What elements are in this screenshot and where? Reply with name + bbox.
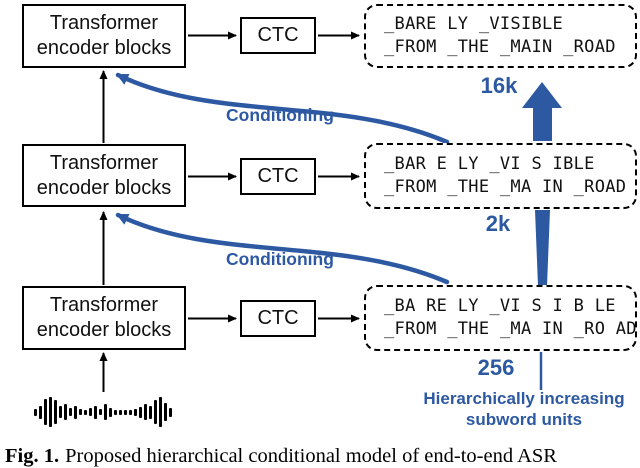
waveform-bar <box>134 408 137 416</box>
waveform-bar <box>159 397 162 427</box>
output-text-line2: _FROM _THE _MA IN _ROAD <box>384 177 627 197</box>
block-arrow-256-to-2k <box>535 210 550 286</box>
output-text-line2: _FROM _THE _MA IN _RO AD <box>384 319 637 339</box>
transformer-encoder-box-bottom: Transformer encoder blocks <box>22 286 186 350</box>
waveform-bar <box>79 409 82 415</box>
waveform-bar <box>39 405 42 419</box>
waveform-bar <box>64 404 67 420</box>
waveform-bar <box>144 404 147 420</box>
waveform-bar <box>154 400 157 424</box>
encoder-label-line2: encoder blocks <box>36 176 172 199</box>
ctc-label: CTC <box>257 165 299 187</box>
encoder-label-line1: Transformer <box>49 12 159 34</box>
ctc-label: CTC <box>257 24 299 46</box>
encoder-label-line1: Transformer <box>49 151 159 174</box>
caption-figure-number: Fig. 1. <box>5 445 60 467</box>
output-box-2k: _BAR E LY _VI S IBLE _FROM _THE _MA IN _… <box>364 143 637 209</box>
waveform-bar <box>104 404 107 420</box>
figure-caption: Fig. 1.Proposed hierarchical conditional… <box>5 445 557 468</box>
encoder-label-line1: Transformer <box>49 294 159 316</box>
waveform-bar <box>124 409 127 415</box>
waveform-bar <box>129 409 132 415</box>
waveform-bar <box>59 406 62 418</box>
ctc-box-middle: CTC <box>240 158 316 195</box>
conditioning-label-upper: Conditioning <box>226 105 334 125</box>
ctc-label: CTC <box>257 307 299 329</box>
waveform-bar <box>94 405 97 419</box>
waveform-bar <box>34 408 37 416</box>
waveform-bar <box>99 409 102 415</box>
waveform-bar <box>84 409 87 415</box>
units-label-16k: 16k <box>480 73 518 98</box>
waveform-bar <box>89 408 92 416</box>
waveform-bar <box>119 409 122 415</box>
caption-text: Proposed hierarchical conditional model … <box>65 445 557 467</box>
encoder-label-line2: encoder blocks <box>36 37 172 59</box>
hierarchy-annotation: Hierarchically increasing subword units <box>398 388 640 430</box>
transformer-encoder-box-middle: Transformer encoder blocks <box>22 144 186 207</box>
waveform-bar <box>74 405 77 419</box>
output-text-line1: _BA RE LY _VI S I B LE <box>384 296 616 316</box>
output-box-16k: _BARE LY _VISIBLE _FROM _THE _MAIN _ROAD <box>364 4 637 68</box>
waveform-bar <box>114 409 117 415</box>
audio-waveform-icon <box>34 396 176 428</box>
output-text-line1: _BAR E LY _VI S IBLE <box>384 154 595 174</box>
conditioning-label-lower: Conditioning <box>226 249 334 269</box>
output-text-line2: _FROM _THE _MAIN _ROAD <box>384 37 616 57</box>
annotation-line1: Hierarchically increasing <box>423 389 625 408</box>
encoder-label-line2: encoder blocks <box>36 319 172 341</box>
waveform-bar <box>44 399 47 425</box>
units-label-2k: 2k <box>485 211 511 236</box>
waveform-bar <box>164 403 167 421</box>
waveform-bar <box>69 408 72 416</box>
waveform-bar <box>149 405 152 419</box>
output-text-line1: _BARE LY _VISIBLE <box>384 14 564 34</box>
waveform-bar <box>169 407 172 417</box>
waveform-bar <box>49 397 52 427</box>
units-label-256: 256 <box>477 355 515 380</box>
waveform-bar <box>54 400 57 424</box>
ctc-box-bottom: CTC <box>240 300 316 337</box>
annotation-line2: subword units <box>465 410 583 429</box>
waveform-bar <box>109 407 112 417</box>
transformer-encoder-box-top: Transformer encoder blocks <box>22 4 186 68</box>
output-box-256: _BA RE LY _VI S I B LE _FROM _THE _MA IN… <box>364 285 637 351</box>
ctc-box-top: CTC <box>240 17 316 54</box>
waveform-bar <box>139 406 142 418</box>
